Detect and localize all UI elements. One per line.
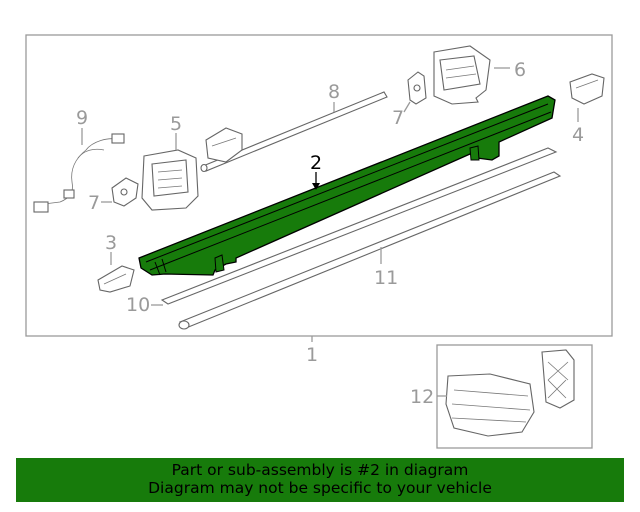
callout-4: 4: [572, 124, 584, 146]
assembly-frame: [25, 34, 613, 337]
part-11-lower-strip[interactable]: [178, 171, 562, 330]
part-10-trim-strip[interactable]: [160, 147, 558, 305]
part-3-end-cap[interactable]: [97, 265, 135, 293]
leader-7-top: [403, 101, 411, 113]
callout-5: 5: [170, 113, 182, 135]
part-7-bracket-left[interactable]: [111, 177, 139, 207]
callout-3: 3: [105, 232, 117, 254]
callout-9: 9: [76, 107, 88, 129]
info-banner: Part or sub-assembly is #2 in diagram Di…: [16, 458, 624, 502]
part-9-harness[interactable]: [33, 133, 125, 213]
callout-7-top: 7: [392, 107, 404, 129]
callout-1: 1: [306, 344, 318, 366]
part-4-bracket[interactable]: [569, 73, 605, 105]
callout-8: 8: [328, 81, 340, 103]
part-6-bracket[interactable]: [433, 45, 491, 105]
callout-12: 12: [410, 386, 434, 408]
part-12-sub-assembly[interactable]: [445, 349, 575, 437]
part-5-motor-bracket[interactable]: [141, 127, 243, 211]
banner-line-part: Part or sub-assembly is #2 in diagram: [171, 461, 469, 479]
banner-line-disclaimer: Diagram may not be specific to your vehi…: [148, 479, 492, 497]
leader-2-arrowhead: [312, 183, 320, 190]
part-8-rod[interactable]: [200, 91, 388, 173]
callout-10: 10: [126, 294, 150, 316]
callout-6: 6: [514, 59, 526, 81]
callout-11: 11: [374, 267, 398, 289]
callout-7-left: 7: [88, 192, 100, 214]
part-7-bracket-top[interactable]: [407, 71, 427, 105]
part-2-running-board[interactable]: [138, 95, 556, 276]
callout-2: 2: [310, 152, 322, 174]
